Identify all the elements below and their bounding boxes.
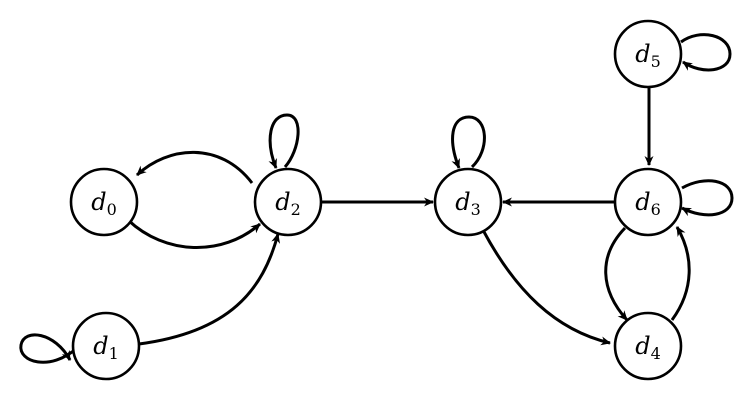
edge-d1-d2: [138, 233, 281, 346]
svg-text:d0: d0: [91, 188, 117, 219]
edge-d2-d0: [135, 150, 254, 184]
node-d2-subscript: 2: [291, 200, 301, 219]
node-d6-label: d: [635, 188, 650, 216]
edge-d6-d4: [604, 226, 629, 322]
node-d3: d3: [433, 167, 503, 237]
node-d1: d1: [71, 311, 141, 381]
edge-d3-d4: [481, 229, 611, 346]
node-d2-label: d: [275, 188, 290, 216]
svg-text:d5: d5: [635, 40, 661, 71]
svg-text:d6: d6: [635, 188, 661, 219]
node-d3-label: d: [455, 188, 470, 216]
svg-text:d2: d2: [275, 188, 301, 219]
node-d4-label: d: [635, 332, 650, 360]
node-d6: d6: [613, 167, 683, 237]
edge-d4-d6: [670, 226, 691, 321]
node-d4: d4: [613, 311, 683, 381]
edges: [19, 33, 734, 364]
node-d0-subscript: 0: [107, 200, 117, 219]
loop-d1: [19, 333, 78, 364]
node-d0: d0: [69, 167, 139, 237]
node-d0-label: d: [91, 188, 106, 216]
loop-d2: [268, 113, 300, 169]
edge-d0-d2: [126, 218, 261, 250]
node-d1-label: d: [93, 332, 108, 360]
svg-text:d1: d1: [93, 332, 119, 363]
node-d5-label: d: [635, 40, 650, 68]
node-d2: d2: [253, 167, 323, 237]
node-d5-subscript: 5: [651, 52, 661, 71]
node-d5: d5: [613, 19, 683, 89]
node-d3-subscript: 3: [471, 200, 481, 219]
nodes: d0 d1 d2 d3 d4: [69, 19, 683, 381]
loop-d3: [451, 115, 486, 169]
node-d1-subscript: 1: [109, 344, 119, 363]
node-d4-subscript: 4: [651, 344, 661, 363]
loop-d6: [681, 179, 734, 217]
node-d6-subscript: 6: [651, 200, 661, 219]
loop-d5: [680, 33, 732, 72]
svg-text:d3: d3: [455, 188, 481, 219]
svg-text:d4: d4: [635, 332, 661, 363]
